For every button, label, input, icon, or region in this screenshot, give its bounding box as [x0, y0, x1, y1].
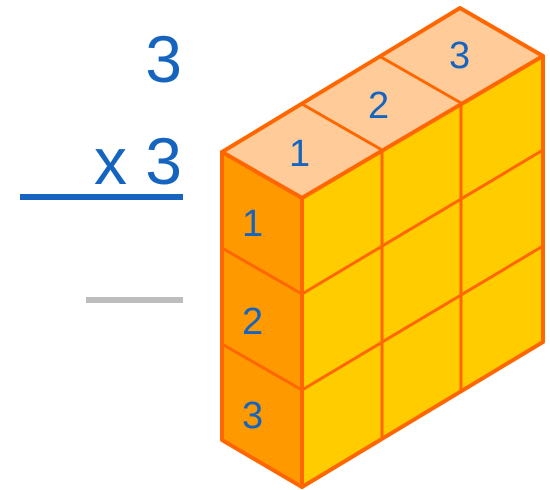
top-label-2: 2: [368, 85, 389, 127]
multiplication-rule: [20, 194, 183, 200]
side-label-3: 3: [242, 395, 263, 437]
side-divider: [221, 342, 303, 392]
front-divider: [301, 148, 544, 296]
top-label-3: 3: [449, 35, 470, 77]
side-divider: [221, 246, 303, 296]
side-label-1: 1: [242, 203, 263, 245]
multiplier: x 3: [93, 124, 182, 198]
block-front-face: [300, 54, 545, 489]
top-divider: [301, 102, 383, 152]
top-label-1: 1: [289, 133, 310, 175]
side-label-2: 2: [242, 301, 263, 343]
front-divider: [301, 244, 544, 392]
multiplicand: 3: [145, 22, 182, 96]
answer-blank: [86, 297, 183, 303]
top-divider: [380, 55, 462, 105]
